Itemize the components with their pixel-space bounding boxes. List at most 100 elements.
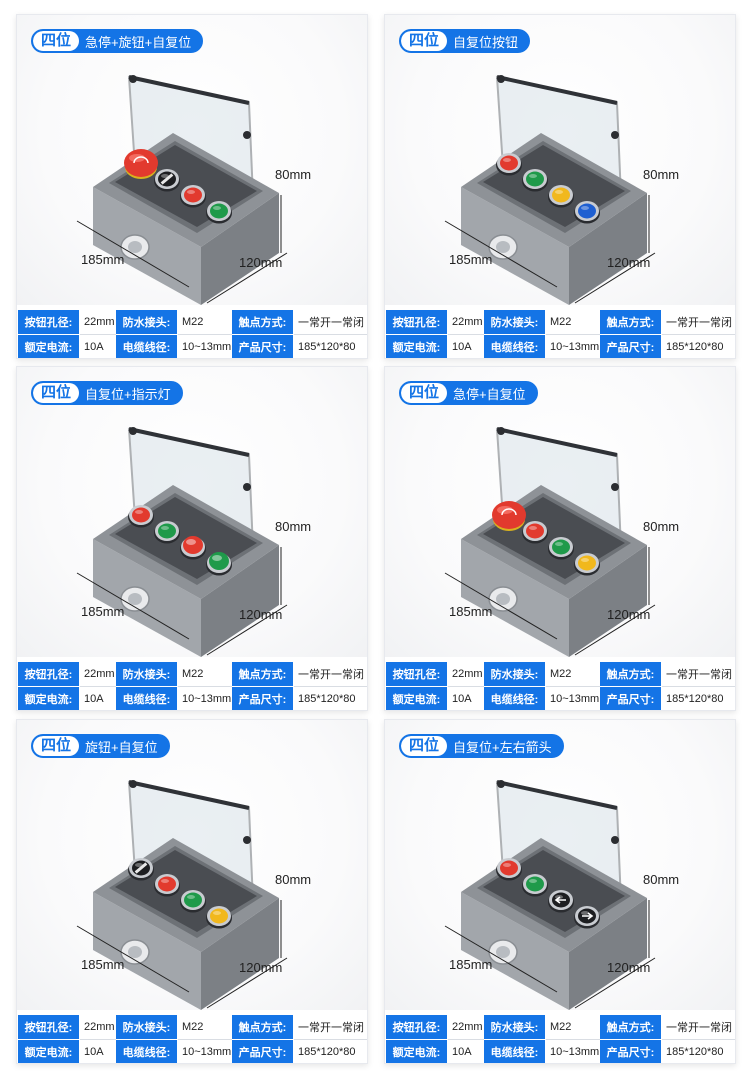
product-card[interactable]: 80mm 185mm 120mm 四位 急停+旋钮+自复位 按钮孔径: 22mm… [16, 14, 368, 359]
length-dimension-line [76, 925, 190, 993]
enclosure-illustration [444, 75, 656, 305]
position-count-label: 四位 [33, 31, 80, 51]
spec-row: 按钮孔径: 22mm 防水接头: M22 触点方式: 一常开一常闭 [385, 661, 735, 687]
position-count-label: 四位 [33, 736, 80, 756]
spec-value: 22mm [79, 661, 116, 687]
length-dimension-label: 185mm [81, 957, 125, 972]
enclosure-side [201, 898, 279, 1010]
spec-value: 10A [79, 686, 116, 710]
spec-row: 额定电流: 10A 电缆线径: 10~13mm 产品尺寸: 185*120*80 [385, 334, 735, 358]
product-card[interactable]: 80mm 185mm 120mm 四位 自复位+左右箭头 按钮孔径: 22mm … [384, 719, 736, 1064]
lid-knob-icon [129, 427, 137, 435]
spec-table: 按钮孔径: 22mm 防水接头: M22 触点方式: 一常开一常闭 额定电流: … [385, 1014, 735, 1063]
spec-value: M22 [545, 661, 600, 687]
spec-key: 触点方式: [599, 661, 662, 687]
position-count-label: 四位 [33, 383, 80, 403]
spec-key: 电缆线径: [115, 1039, 178, 1063]
length-dimension-line [444, 925, 558, 993]
enclosure-illustration [76, 780, 288, 1010]
lid-hinge [496, 75, 618, 105]
product-photo: 80mm 185mm 120mm [17, 367, 367, 657]
product-card[interactable]: 80mm 185mm 120mm 四位 旋钮+自复位 按钮孔径: 22mm 防水… [16, 719, 368, 1064]
green-button [522, 169, 548, 192]
enclosure-illustration [444, 427, 656, 657]
lid-knob-icon [243, 483, 251, 491]
spec-key: 额定电流: [17, 1039, 80, 1063]
spec-value: 185*120*80 [661, 1039, 735, 1063]
spec-value: M22 [177, 661, 232, 687]
spec-table: 按钮孔径: 22mm 防水接头: M22 触点方式: 一常开一常闭 额定电流: … [385, 661, 735, 710]
lid-hinge [128, 780, 250, 810]
spec-key: 产品尺寸: [231, 1039, 294, 1063]
spec-value: M22 [177, 1014, 232, 1040]
width-dimension-label: 120mm [239, 607, 283, 622]
product-photo: 80mm 185mm 120mm [385, 15, 735, 305]
spec-value: 一常开一常闭 [293, 661, 367, 687]
arrow-right-button [574, 906, 600, 929]
spec-key: 触点方式: [231, 1014, 294, 1040]
width-dimension-label: 120mm [607, 607, 651, 622]
product-card[interactable]: 80mm 185mm 120mm 四位 自复位按钮 按钮孔径: 22mm 防水接… [384, 14, 736, 359]
cable-gland-icon [488, 939, 518, 965]
product-card[interactable]: 80mm 185mm 120mm 四位 自复位+指示灯 按钮孔径: 22mm 防… [16, 366, 368, 711]
spec-key: 额定电流: [385, 1039, 448, 1063]
estop-button [124, 149, 158, 179]
spec-key: 额定电流: [17, 686, 80, 710]
green-lamp-button [206, 552, 232, 576]
length-dimension-line [76, 572, 190, 640]
cable-gland-icon [120, 234, 150, 260]
height-dimension-label: 80mm [643, 872, 680, 887]
product-photo: 80mm 185mm 120mm [17, 720, 367, 1010]
spec-key: 触点方式: [231, 661, 294, 687]
spec-value: 185*120*80 [293, 334, 367, 358]
spec-value: 22mm [447, 309, 484, 335]
green-button [180, 890, 206, 913]
model-tag: 四位 自复位按钮 [399, 29, 531, 53]
red-button [128, 505, 154, 528]
spec-row: 按钮孔径: 22mm 防水接头: M22 触点方式: 一常开一常闭 [17, 1014, 367, 1040]
enclosure-illustration [76, 75, 288, 305]
yellow-button [548, 185, 574, 208]
selector-button [128, 858, 154, 881]
spec-row: 额定电流: 10A 电缆线径: 10~13mm 产品尺寸: 185*120*80 [385, 1039, 735, 1063]
enclosure-illustration [444, 780, 656, 1010]
spec-value: 185*120*80 [661, 686, 735, 710]
spec-row: 额定电流: 10A 电缆线径: 10~13mm 产品尺寸: 185*120*80 [17, 1039, 367, 1063]
spec-key: 额定电流: [17, 334, 80, 358]
spec-value: 22mm [79, 309, 116, 335]
spec-key: 按钮孔径: [385, 1014, 448, 1040]
length-dimension-label: 185mm [81, 252, 125, 267]
spec-key: 防水接头: [483, 1014, 546, 1040]
spec-key: 触点方式: [599, 1014, 662, 1040]
spec-table: 按钮孔径: 22mm 防水接头: M22 触点方式: 一常开一常闭 额定电流: … [385, 309, 735, 358]
product-card[interactable]: 80mm 185mm 120mm 四位 急停+自复位 按钮孔径: 22mm 防水… [384, 366, 736, 711]
red-button [154, 874, 180, 897]
spec-value: 10A [447, 1039, 484, 1063]
model-tag: 四位 自复位+指示灯 [31, 381, 183, 405]
width-dimension-label: 120mm [239, 960, 283, 975]
spec-key: 防水接头: [115, 309, 178, 335]
red-button [180, 185, 206, 208]
spec-key: 电缆线径: [483, 1039, 546, 1063]
lid-hinge [496, 427, 618, 457]
spec-row: 按钮孔径: 22mm 防水接头: M22 触点方式: 一常开一常闭 [385, 309, 735, 335]
spec-key: 防水接头: [483, 309, 546, 335]
spec-row: 额定电流: 10A 电缆线径: 10~13mm 产品尺寸: 185*120*80 [17, 686, 367, 710]
height-dimension-label: 80mm [643, 519, 680, 534]
spec-value: 10~13mm [177, 686, 232, 710]
width-dimension-line [206, 604, 288, 656]
lid-knob-icon [129, 780, 137, 788]
lid-knob-icon [611, 836, 619, 844]
yellow-button [206, 906, 232, 929]
height-dimension-label: 80mm [275, 519, 312, 534]
spec-value: 一常开一常闭 [661, 661, 735, 687]
spec-key: 按钮孔径: [385, 661, 448, 687]
model-tag: 四位 急停+自复位 [399, 381, 538, 405]
cable-gland-icon [120, 586, 150, 612]
red-lamp-button [180, 536, 206, 560]
spec-table: 按钮孔径: 22mm 防水接头: M22 触点方式: 一常开一常闭 额定电流: … [17, 661, 367, 710]
enclosure-illustration [76, 427, 288, 657]
spec-key: 电缆线径: [483, 334, 546, 358]
spec-value: 10~13mm [545, 1039, 600, 1063]
spec-value: 一常开一常闭 [293, 1014, 367, 1040]
